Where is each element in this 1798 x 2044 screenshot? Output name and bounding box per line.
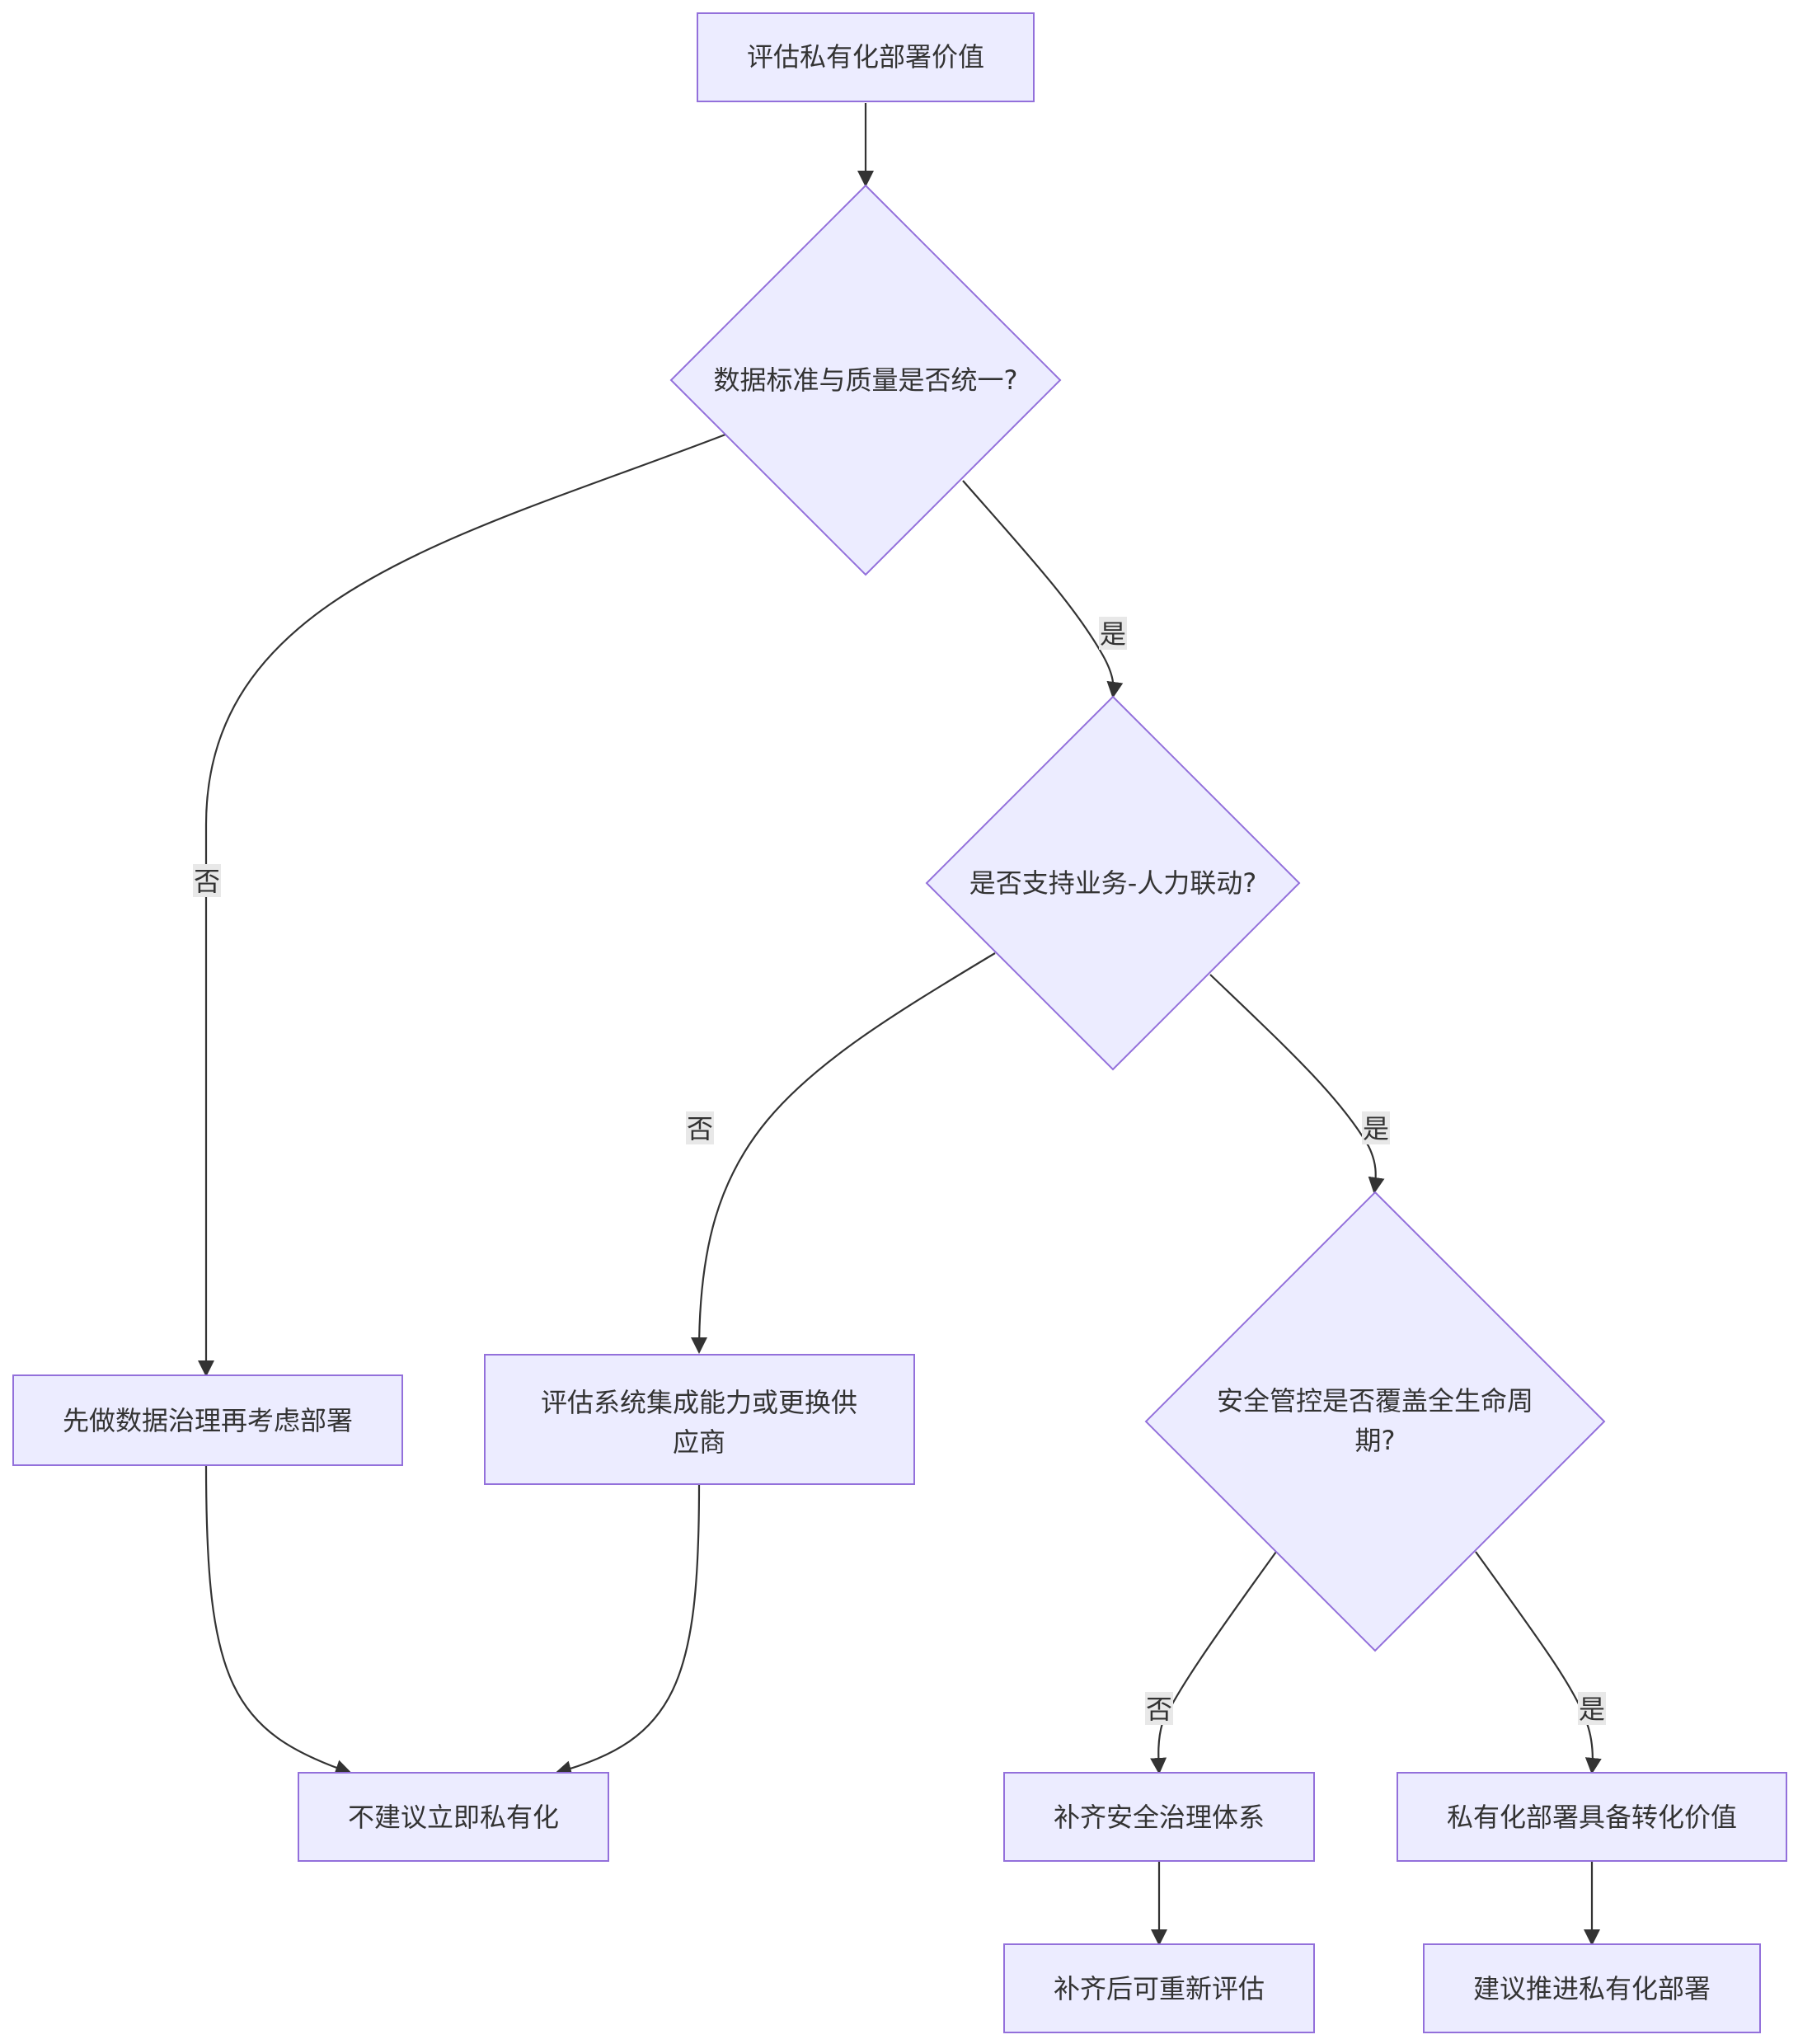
node-evaluate-vendor[interactable]: 评估系统集成能力或更换供 应商 xyxy=(484,1354,915,1485)
edge-label-link-yes: 是 xyxy=(1362,1111,1390,1144)
edge-data-no xyxy=(198,433,726,1377)
edge-label-text: 否 xyxy=(194,866,220,897)
node-label: 建议推进私有化部署 xyxy=(1473,1973,1711,2004)
node-label: 不建议立即私有化 xyxy=(348,1802,559,1833)
edge-vendor-to-not xyxy=(555,1483,701,1777)
edge-label-security-yes: 是 xyxy=(1578,1692,1606,1725)
edge-label-text: 是 xyxy=(1579,1694,1605,1725)
node-label: 评估私有化部署价值 xyxy=(747,41,984,73)
edge-security-yes xyxy=(1475,1551,1602,1774)
node-label: 评估系统集成能力或更换供 xyxy=(541,1387,857,1418)
edge-label-security-no: 否 xyxy=(1145,1692,1173,1725)
edge-link-no xyxy=(691,952,996,1354)
node-decision-business-hr-link[interactable]: 是否支持业务-人力联动? xyxy=(925,695,1301,1071)
node-label: 安全管控是否覆盖全生命周 xyxy=(1217,1385,1533,1417)
node-label: 补齐后可重新评估 xyxy=(1054,1973,1265,2004)
node-decision-data-quality[interactable]: 数据标准与质量是否统一? xyxy=(669,184,1062,576)
edge-link-yes xyxy=(1209,974,1385,1194)
node-label: 私有化部署具备转化价值 xyxy=(1447,1802,1737,1833)
edge-security-no xyxy=(1150,1551,1277,1774)
node-label: 期? xyxy=(1355,1425,1396,1456)
edge-data-yes xyxy=(962,480,1124,698)
node-decision-security[interactable]: 安全管控是否覆盖全生命周 期? xyxy=(1144,1191,1606,1652)
node-label: 是否支持业务-人力联动? xyxy=(969,867,1257,899)
edge-label-text: 是 xyxy=(1363,1113,1389,1144)
edge-label-text: 否 xyxy=(687,1113,713,1144)
node-recommend[interactable]: 建议推进私有化部署 xyxy=(1423,1943,1761,2033)
edge-label-link-no: 否 xyxy=(686,1111,714,1144)
node-has-value[interactable]: 私有化部署具备转化价值 xyxy=(1397,1772,1787,1862)
node-label: 先做数据治理再考虑部署 xyxy=(63,1405,353,1436)
node-governance-first[interactable]: 先做数据治理再考虑部署 xyxy=(12,1374,403,1466)
edge-labels: 是 否 否 是 否 是 xyxy=(193,617,1606,1725)
edge-label-data-no: 否 xyxy=(193,864,221,897)
node-label: 补齐安全治理体系 xyxy=(1054,1802,1265,1833)
edge-governance-to-not xyxy=(204,1464,352,1776)
edge-label-text: 否 xyxy=(1146,1694,1172,1725)
nodes: 评估私有化部署价值 数据标准与质量是否统一? 是否支持业务-人力联动? 安全管控… xyxy=(12,12,1787,2033)
edge-label-data-yes: 是 xyxy=(1099,617,1127,650)
node-reevaluate[interactable]: 补齐后可重新评估 xyxy=(1003,1943,1315,2033)
node-label: 数据标准与质量是否统一? xyxy=(714,364,1018,396)
node-fill-security[interactable]: 补齐安全治理体系 xyxy=(1003,1772,1315,1862)
node-label: 应商 xyxy=(673,1426,725,1458)
edge-label-text: 是 xyxy=(1100,618,1126,650)
node-not-recommended[interactable]: 不建议立即私有化 xyxy=(298,1772,609,1862)
node-start[interactable]: 评估私有化部署价值 xyxy=(697,12,1035,102)
